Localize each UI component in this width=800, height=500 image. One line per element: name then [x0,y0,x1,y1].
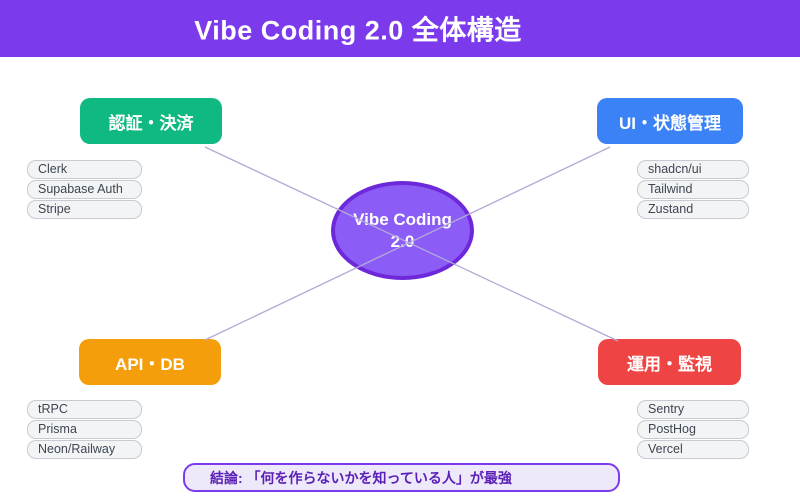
tech-item-stripe: Stripe [27,200,142,219]
branch-node-ops-monitoring: 運用・監視 [598,339,741,385]
branch-label-ops-monitoring: 運用・監視 [627,354,712,374]
tech-item-prisma: Prisma [27,420,142,439]
branch-label-ui-state: UI・状態管理 [619,113,721,133]
tech-item-zustand: Zustand [637,200,749,219]
tech-item-shadcn-ui: shadcn/ui [637,160,749,179]
tech-item-tailwind: Tailwind [637,180,749,199]
tech-item-posthog: PostHog [637,420,749,439]
tech-item-vercel: Vercel [637,440,749,459]
central-node: Vibe Coding 2.0 [331,181,474,280]
conclusion-banner: 結論: 「何を作らないかを知っている人」が最強 [183,463,620,492]
tech-item-trpc: tRPC [27,400,142,419]
tech-item-clerk: Clerk [27,160,142,179]
branch-node-api-db: API・DB [79,339,221,385]
central-node-label-line2: 2.0 [390,231,415,251]
branch-label-auth-payment: 認証・決済 [108,113,194,133]
conclusion-text: 結論: 「何を作らないかを知っている人」が最強 [210,469,512,486]
central-node-label-line1: Vibe Coding [353,209,452,229]
branch-label-api-db: API・DB [115,354,185,374]
tech-item-supabase-auth: Supabase Auth [27,180,142,199]
branch-node-ui-state: UI・状態管理 [597,98,743,144]
tech-item-sentry: Sentry [637,400,749,419]
page-title: Vibe Coding 2.0 全体構造 [194,15,522,46]
tech-item-neon-railway: Neon/Railway [27,440,142,459]
branch-node-auth-payment: 認証・決済 [80,98,222,144]
title-bar: Vibe Coding 2.0 全体構造 [0,0,800,57]
